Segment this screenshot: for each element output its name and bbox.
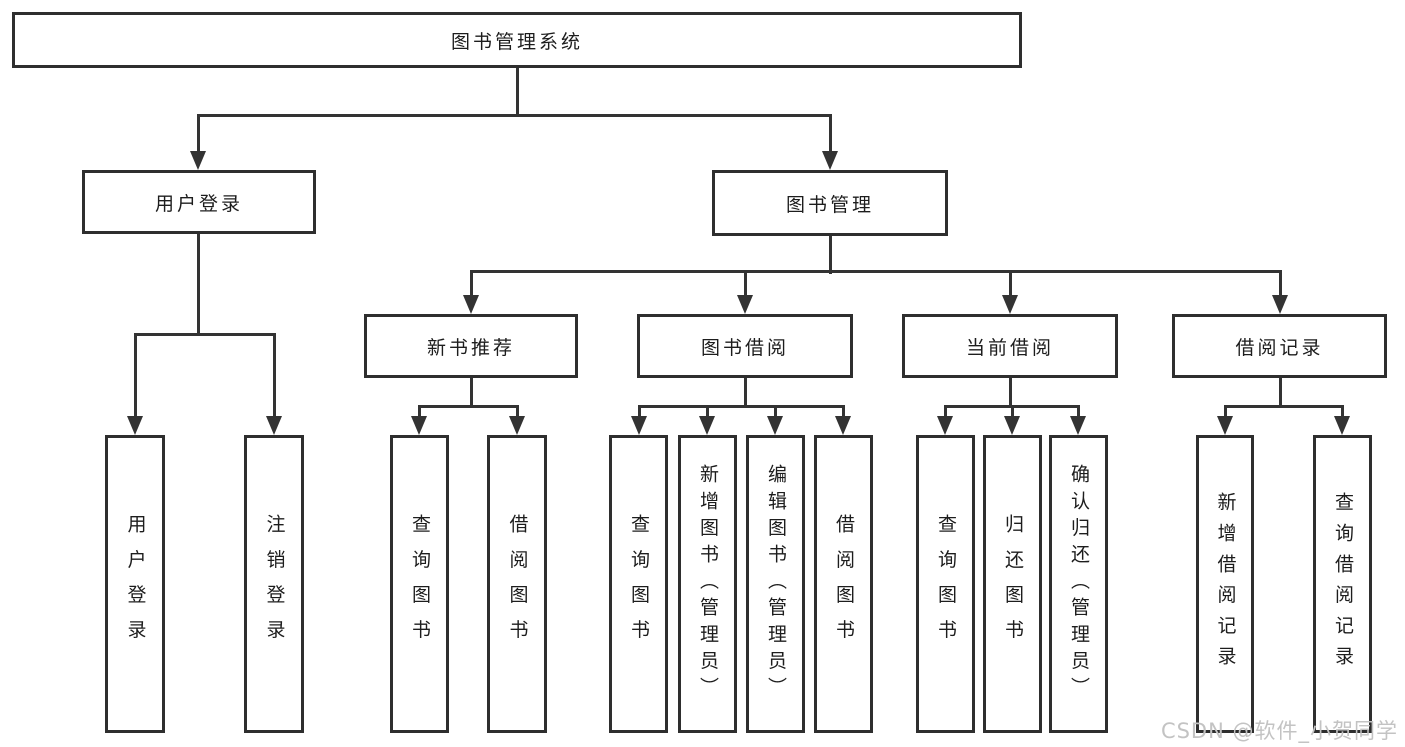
arrow-down-icon (822, 151, 838, 170)
node-label: 图书管理系统 (450, 30, 583, 53)
node-label: 借阅图书 (506, 513, 529, 655)
arrow-down-icon (937, 416, 953, 435)
connector-line (470, 270, 1282, 273)
arrow-down-icon (737, 295, 753, 314)
arrow-down-icon (1002, 295, 1018, 314)
leaf-query-books-current: 查询图书 (916, 435, 975, 733)
node-label: 新增借阅记录 (1214, 491, 1237, 677)
connector-line (470, 270, 473, 297)
connector-line (470, 378, 473, 408)
node-current-borrowing: 当前借阅 (902, 314, 1118, 378)
node-book-borrowing: 图书借阅 (637, 314, 853, 378)
connector-line (1224, 405, 1344, 408)
connector-line (829, 236, 832, 274)
node-label: 查询图书 (628, 513, 650, 655)
arrow-down-icon (266, 416, 282, 435)
connector-line (273, 333, 276, 417)
leaf-return-books: 归还图书 (983, 435, 1042, 733)
connector-line (944, 405, 947, 418)
leaf-query-books-borrowing: 查询图书 (609, 435, 668, 733)
node-label: 新书推荐 (426, 336, 515, 359)
arrow-down-icon (835, 416, 851, 435)
leaf-user-login: 用户登录 (105, 435, 165, 733)
leaf-confirm-return-admin: 确认归还（管理员） (1049, 435, 1108, 733)
leaf-query-borrow-record: 查询借阅记录 (1313, 435, 1372, 733)
leaf-borrow-books-recommend: 借阅图书 (487, 435, 547, 733)
leaf-query-books-recommend: 查询图书 (390, 435, 449, 733)
connector-line (744, 270, 747, 297)
leaf-logout: 注销登录 (244, 435, 304, 733)
node-label: 新增图书（管理员） (697, 464, 719, 704)
connector-line (418, 405, 519, 408)
leaf-add-books-admin: 新增图书（管理员） (678, 435, 737, 733)
node-borrowing-records: 借阅记录 (1172, 314, 1387, 378)
connector-line (842, 405, 845, 418)
connector-line (516, 405, 519, 418)
arrow-down-icon (699, 416, 715, 435)
node-label: 查询图书 (409, 513, 431, 655)
node-label: 用户登录 (154, 192, 243, 215)
arrow-down-icon (127, 416, 143, 435)
arrow-down-icon (463, 295, 479, 314)
connector-line (1279, 270, 1282, 297)
arrow-down-icon (1004, 416, 1020, 435)
connector-line (516, 68, 519, 116)
connector-line (706, 405, 709, 418)
connector-line (638, 405, 845, 408)
node-label: 确认归还（管理员） (1068, 464, 1090, 704)
connector-line (418, 405, 421, 418)
arrow-down-icon (190, 151, 206, 170)
arrow-down-icon (1070, 416, 1086, 435)
arrow-down-icon (509, 416, 525, 435)
node-label: 借阅图书 (833, 513, 855, 655)
arrow-down-icon (1272, 295, 1288, 314)
node-book-management: 图书管理 (712, 170, 948, 236)
connector-line (1077, 405, 1080, 418)
node-label: 当前借阅 (965, 336, 1054, 359)
connector-line (744, 378, 747, 408)
arrow-down-icon (1334, 416, 1350, 435)
connector-line (197, 234, 200, 336)
csdn-watermark: CSDN @软件_小贺同学 (1160, 719, 1398, 743)
connector-line (1009, 270, 1012, 297)
node-label: 借阅记录 (1235, 336, 1324, 359)
arrow-down-icon (631, 416, 647, 435)
connector-line (829, 114, 832, 153)
leaf-add-borrow-record: 新增借阅记录 (1196, 435, 1254, 733)
arrow-down-icon (1217, 416, 1233, 435)
node-label: 图书管理 (785, 193, 874, 216)
node-label: 查询图书 (935, 513, 957, 655)
connector-line (197, 114, 832, 117)
arrow-down-icon (411, 416, 427, 435)
connector-line (1009, 378, 1012, 408)
leaf-edit-books-admin: 编辑图书（管理员） (746, 435, 805, 733)
node-user-login: 用户登录 (82, 170, 316, 234)
node-label: 归还图书 (1002, 513, 1024, 655)
node-label: 注销登录 (263, 513, 286, 655)
connector-line (1341, 405, 1344, 418)
connector-line (774, 405, 777, 418)
node-label: 用户登录 (124, 513, 147, 655)
arrow-down-icon (767, 416, 783, 435)
node-root: 图书管理系统 (12, 12, 1022, 68)
connector-line (1224, 405, 1227, 418)
node-label: 图书借阅 (700, 336, 789, 359)
node-label: 编辑图书（管理员） (765, 464, 787, 704)
node-new-book-recommend: 新书推荐 (364, 314, 578, 378)
connector-line (1279, 378, 1282, 408)
connector-line (1011, 405, 1014, 418)
connector-line (197, 114, 200, 153)
leaf-borrow-books: 借阅图书 (814, 435, 873, 733)
connector-line (134, 333, 276, 336)
connector-line (134, 333, 137, 417)
connector-line (638, 405, 641, 418)
node-label: 查询借阅记录 (1332, 491, 1354, 677)
